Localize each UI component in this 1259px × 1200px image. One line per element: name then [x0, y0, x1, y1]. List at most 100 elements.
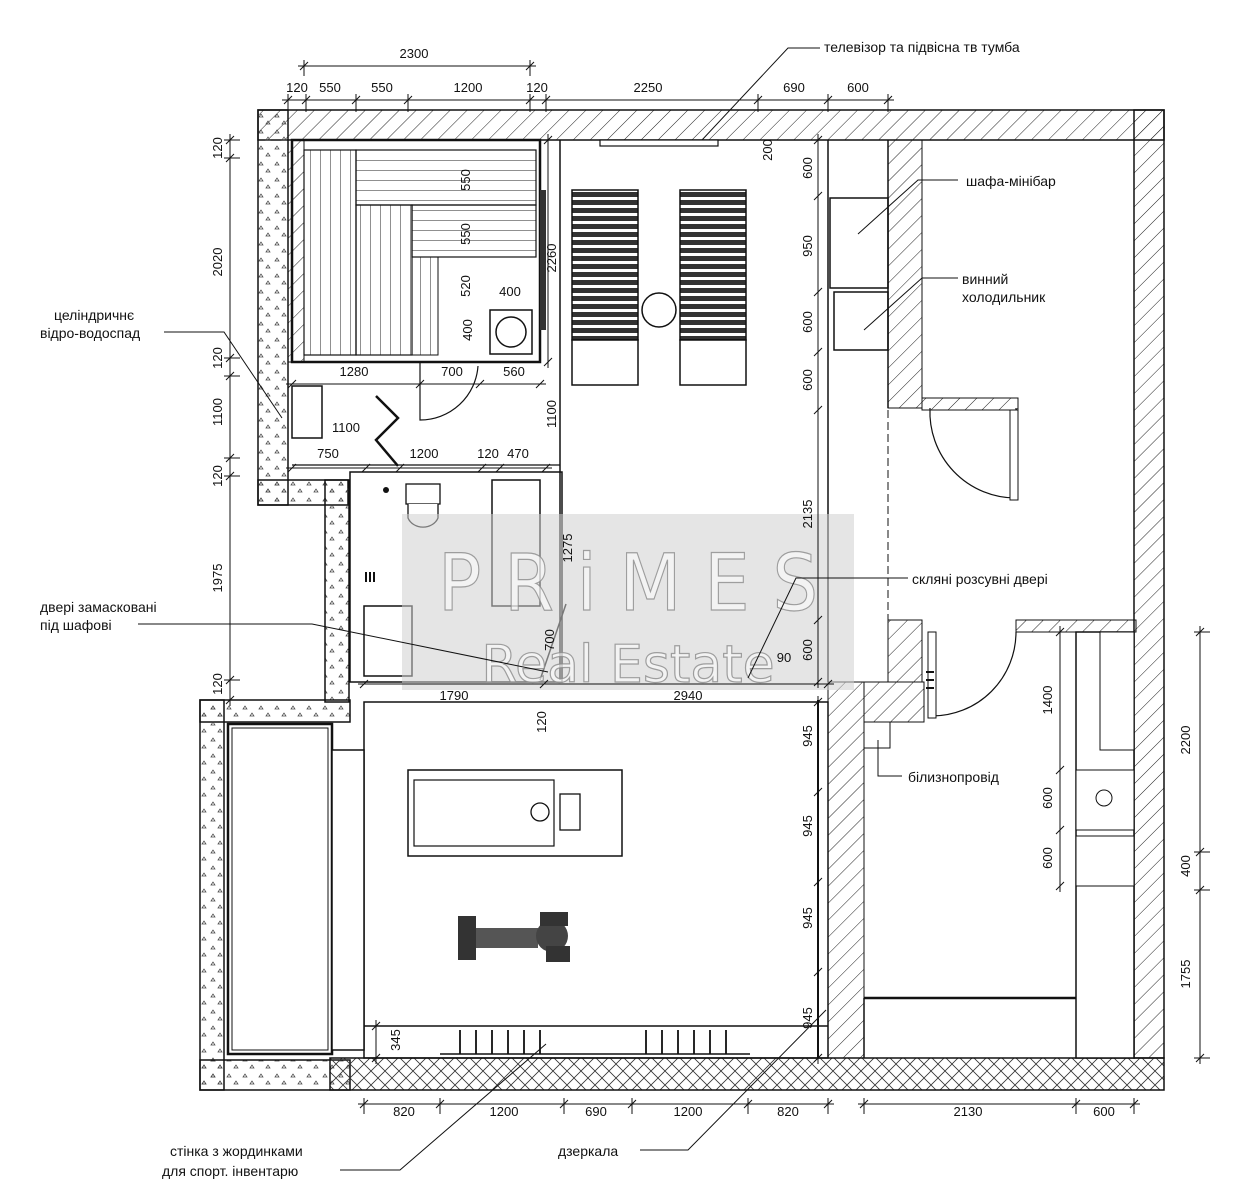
sauna — [290, 138, 546, 364]
dim-line-66 — [539, 679, 549, 689]
dim-corridor-h: 1100 — [544, 400, 559, 428]
dim-top-7: 600 — [847, 80, 869, 95]
dim-top-4: 120 — [526, 80, 548, 95]
dim-line-46 — [415, 379, 425, 389]
dim-corridor-0: 750 — [317, 446, 339, 461]
dim-line-70 — [813, 787, 823, 797]
label-tv: телевізор та підвісна тв тумба — [824, 39, 1020, 55]
watermark-line-1: P R i M E S — [438, 539, 818, 629]
dim-right-col-4: 2135 — [800, 500, 815, 529]
dim-line-57 — [813, 135, 823, 145]
right-rooms — [863, 407, 1135, 1059]
dim-kitchen-1: 600 — [1040, 787, 1055, 809]
dim-line-61 — [813, 405, 823, 415]
dim-far-right-2: 1755 — [1178, 960, 1193, 989]
dim-corridor-2: 120 — [477, 446, 499, 461]
treadmill-icon — [407, 769, 623, 857]
dim-line-54 — [495, 463, 505, 473]
watermark: P R i M E S Real Estate — [402, 514, 854, 696]
dim-line-72 — [813, 967, 823, 977]
watermark-line-2: Real Estate — [481, 635, 774, 695]
dim-line-110 — [1055, 881, 1065, 891]
dim-bench-1: 550 — [458, 169, 473, 191]
gym — [226, 700, 829, 1059]
dim-bottom-5: 2130 — [954, 1104, 983, 1119]
dim-sauna-bottom-1: 700 — [441, 364, 463, 379]
dim-bars-345: 345 — [388, 1029, 403, 1051]
dim-top-3: 1200 — [454, 80, 483, 95]
dim-bottom-4: 820 — [777, 1104, 799, 1119]
label-laundry: білизнопровід — [908, 769, 999, 785]
label-wall-bars-2: для спорт. інвентарю — [162, 1163, 298, 1179]
dim-bath-h: 1275 — [560, 534, 575, 563]
dim-kitchen-0: 1400 — [1040, 686, 1055, 715]
dim-line-75 — [371, 1021, 381, 1031]
label-wine-fridge-2: холодильник — [962, 289, 1046, 305]
label-bucket-1: целіндричнє — [54, 307, 134, 323]
leader-lines — [138, 47, 958, 1171]
dim-line-60 — [813, 347, 823, 357]
dim-line-63 — [813, 677, 823, 687]
dim-line-73 — [813, 1053, 823, 1063]
dim-bucket-w: 400 — [499, 284, 521, 299]
dim-top-2: 550 — [371, 80, 393, 95]
dim-kitchen-2: 600 — [1040, 847, 1055, 869]
shower-area — [291, 362, 560, 467]
dim-bottom-6: 600 — [1093, 1104, 1115, 1119]
dim-right-col-3: 600 — [800, 369, 815, 391]
dimensions: 2300 120 550 550 1200 120 2250 690 600 1… — [210, 46, 1193, 1119]
dim-line-67 — [823, 679, 833, 689]
round-table-icon — [641, 292, 677, 328]
wall-bars — [364, 1025, 828, 1055]
pool — [226, 722, 334, 1056]
dim-line-107 — [1055, 627, 1065, 637]
dim-bottom-1: 1200 — [490, 1104, 519, 1119]
dim-gym-left-120: 120 — [534, 711, 549, 733]
exercise-bike-icon — [458, 912, 570, 962]
dim-line-58 — [813, 191, 823, 201]
lounger-right — [679, 189, 747, 386]
dim-left-6: 120 — [210, 673, 225, 695]
dim-shower-w: 1100 — [332, 420, 360, 435]
dim-top-1: 550 — [319, 80, 341, 95]
label-masked-doors-2: під шафові — [40, 617, 112, 633]
dim-left-2: 120 — [210, 347, 225, 369]
dim-corridor-3: 470 — [507, 446, 529, 461]
dim-line-69 — [813, 697, 823, 707]
dim-tv-depth: 200 — [760, 139, 775, 161]
label-wine-fridge-1: винний — [962, 271, 1008, 287]
dim-top-6: 690 — [783, 80, 805, 95]
label-masked-doors-1: двері замасковані — [40, 599, 157, 615]
label-minibar: шафа-мінібар — [966, 173, 1056, 189]
dim-left-1: 2020 — [210, 248, 225, 277]
dim-line-48 — [535, 379, 545, 389]
dim-line-71 — [813, 877, 823, 887]
laundry-chute — [863, 721, 891, 749]
annotations: телевізор та підвісна тв тумба шафа-міні… — [40, 39, 1056, 1179]
dim-door-90: 90 — [777, 650, 791, 665]
dim-gym-right-1: 945 — [800, 815, 815, 837]
dim-door-700: 700 — [542, 629, 557, 651]
dim-gym-right-3: 945 — [800, 1007, 815, 1029]
dim-left-0: 120 — [210, 137, 225, 159]
label-glass-doors: скляні розсувні двері — [912, 571, 1048, 587]
dim-line-42 — [543, 135, 553, 145]
label-mirrors: дзеркала — [558, 1143, 618, 1159]
dim-top-5: 2250 — [634, 80, 663, 95]
dim-bottom-3: 1200 — [674, 1104, 703, 1119]
dim-right-col-5: 600 — [800, 639, 815, 661]
dim-line-55 — [541, 463, 551, 473]
dim-gym-top-1: 2940 — [674, 688, 703, 703]
dim-sauna-bottom-2: 560 — [503, 364, 525, 379]
dim-line-51 — [361, 463, 371, 473]
dim-line-50 — [287, 463, 297, 473]
dim-line-43 — [543, 357, 553, 367]
lounge-furniture — [559, 139, 889, 682]
dim-line-108 — [1055, 765, 1065, 775]
label-wall-bars-1: стінка з жординками — [170, 1143, 303, 1159]
dim-line-62 — [813, 615, 823, 625]
dim-bucket-h: 400 — [460, 319, 475, 341]
dim-gym-right-2: 945 — [800, 907, 815, 929]
dim-left-4: 120 — [210, 465, 225, 487]
